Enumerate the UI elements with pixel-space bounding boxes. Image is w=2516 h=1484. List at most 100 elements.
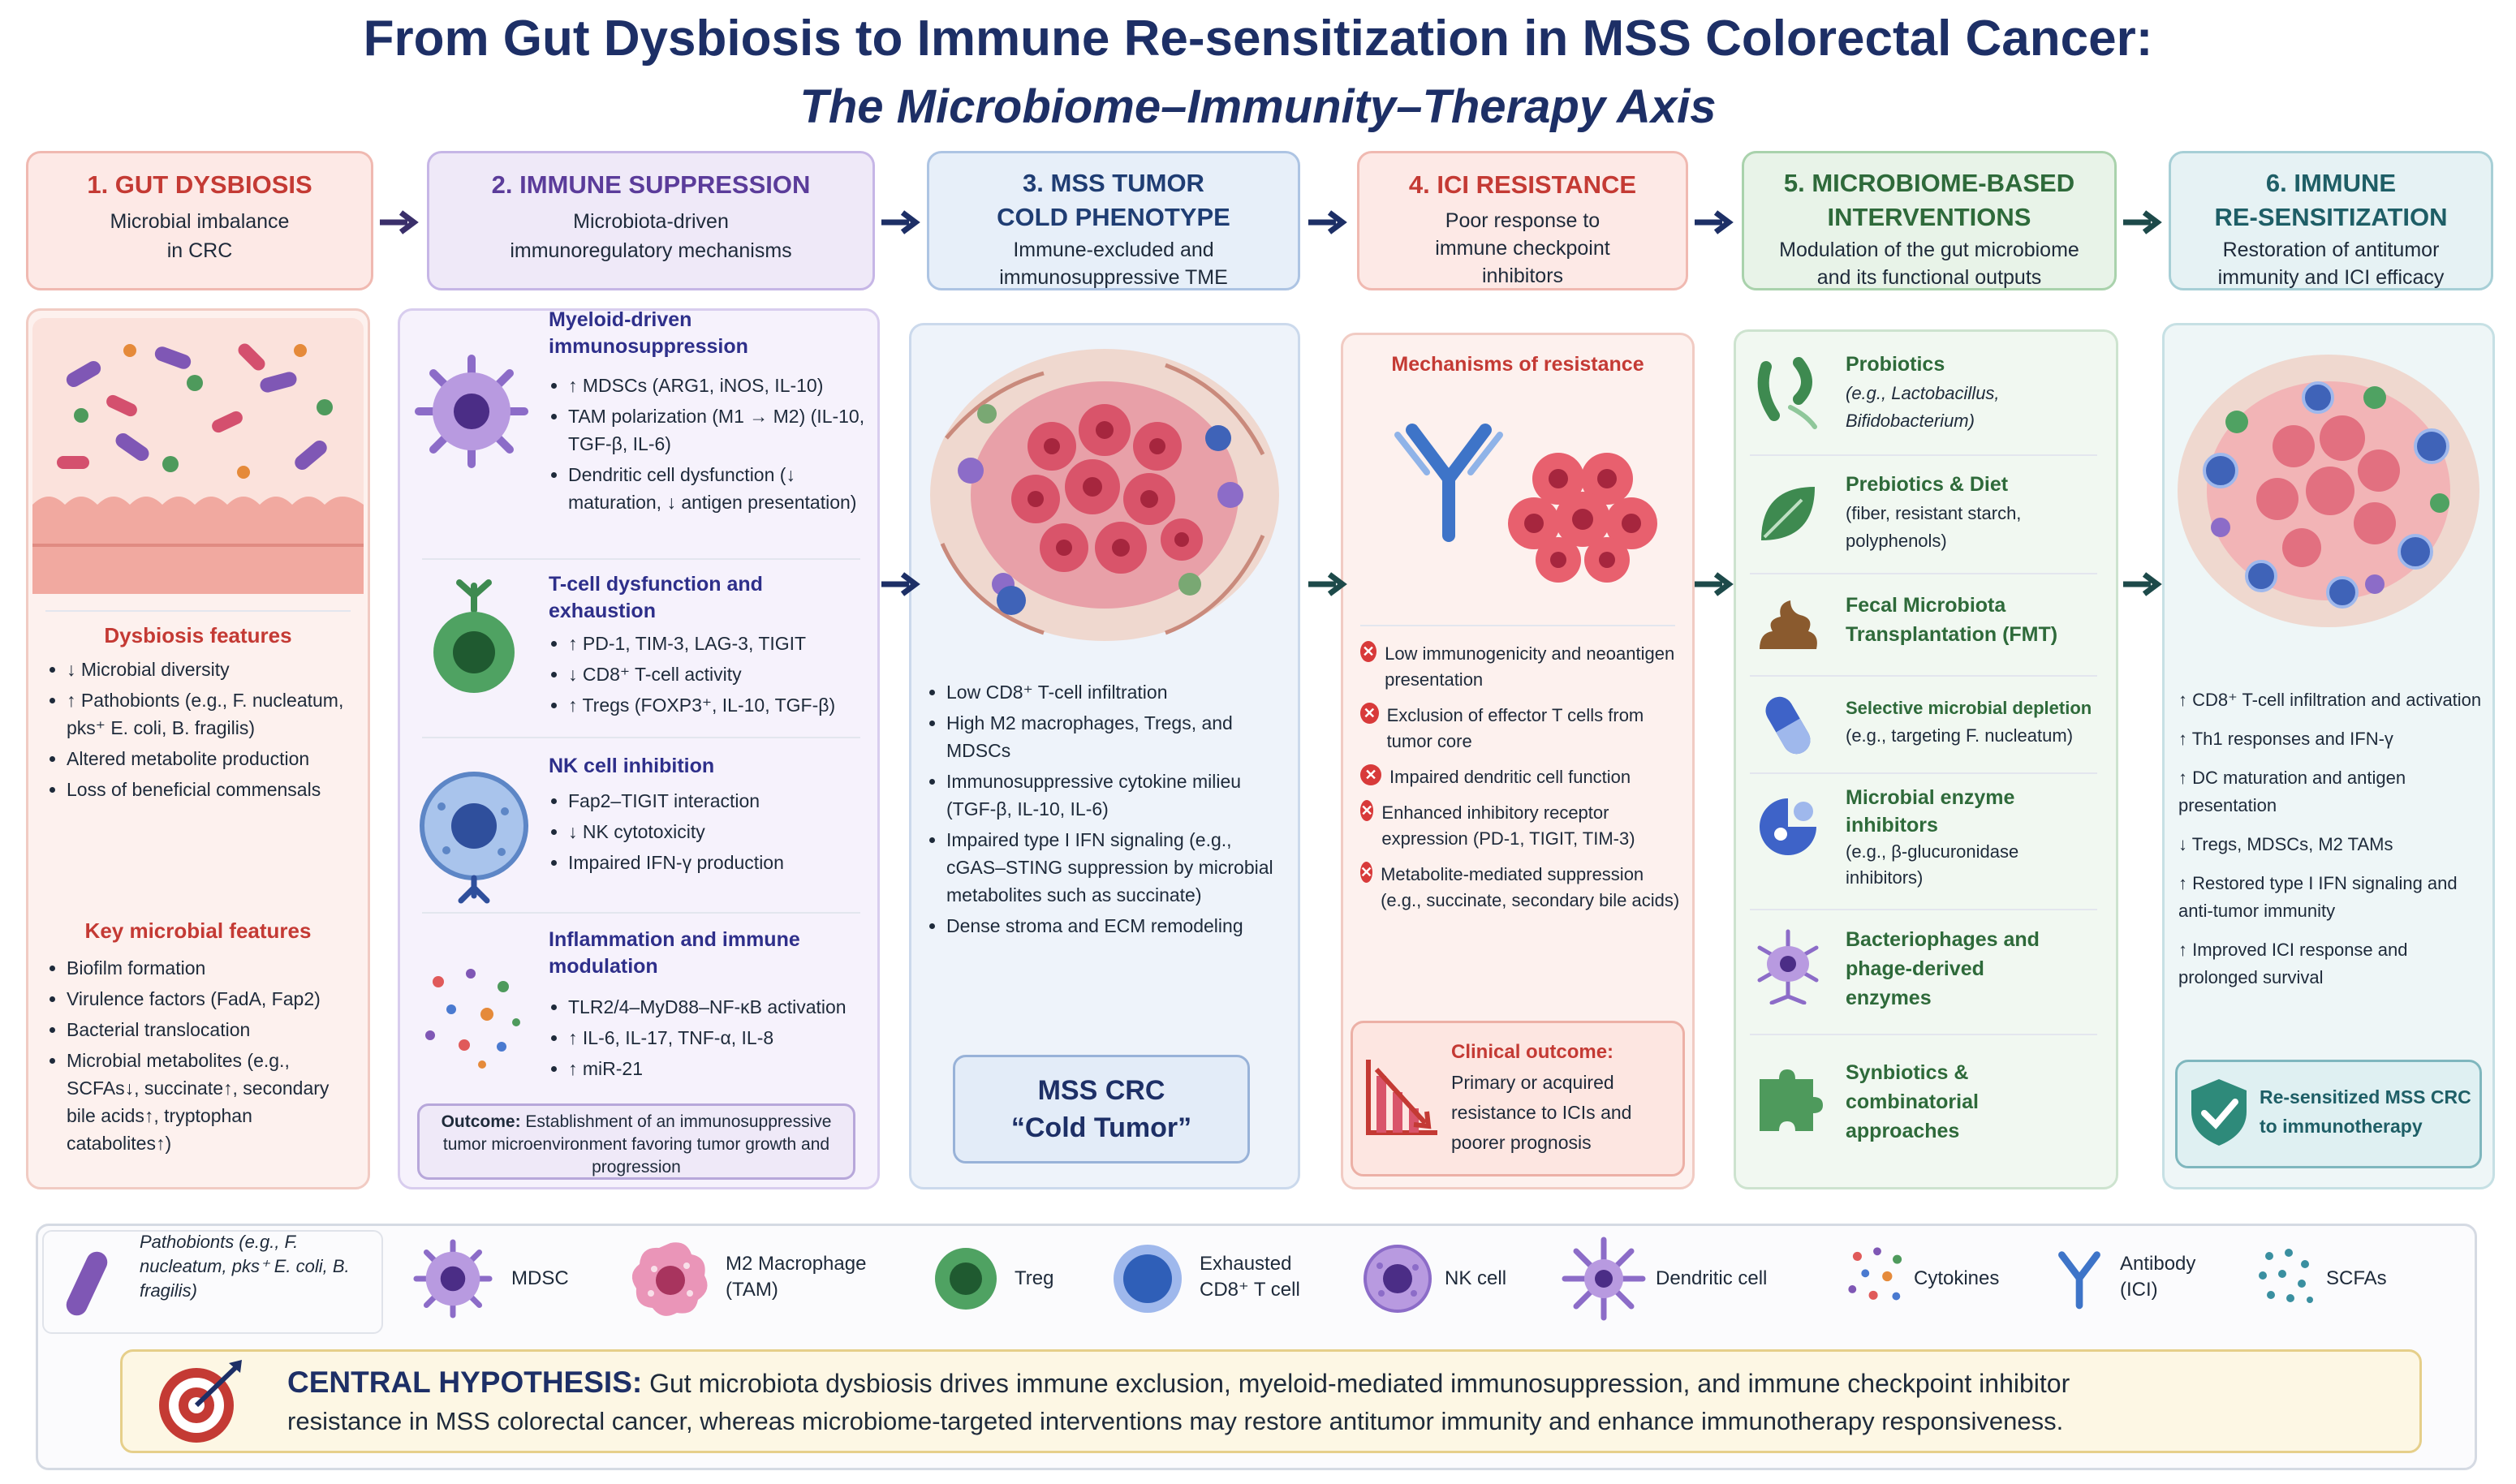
leaf-icon — [1761, 487, 1815, 540]
cytokines-icon — [1848, 1247, 1902, 1301]
shield-check-icon — [2191, 1079, 2247, 1146]
arrow-right-icon — [2123, 572, 2162, 596]
tumor-cell-cluster-icon — [1508, 453, 1657, 583]
enzyme-inhibitor-icon — [1760, 798, 1816, 855]
panel1-divider — [45, 610, 351, 612]
panel2-divider — [422, 737, 860, 738]
antibody-icon — [1394, 424, 1503, 542]
arrow-right-icon — [881, 572, 920, 596]
panel-microbiome-interventions — [1734, 329, 2118, 1189]
probiotic-icon — [1757, 357, 1817, 429]
declining-chart-icon — [1366, 1060, 1437, 1135]
cold-tumor-box: MSS CRC “Cold Tumor” — [953, 1055, 1250, 1164]
x-circle-icon: ✕ — [1360, 764, 1381, 785]
enzyme-inhibitors-title: Microbial enzyme inhibitors — [1846, 786, 2015, 837]
panel5-divider — [1750, 1034, 2097, 1035]
puzzle-icon — [1760, 1069, 1823, 1131]
capsule-icon — [1765, 696, 1811, 755]
treg-icon — [935, 1248, 997, 1310]
arrow-right-icon — [380, 210, 419, 234]
outcome-box: Outcome: Establishment of an immunosuppr… — [417, 1103, 855, 1180]
panel5-divider — [1750, 675, 2097, 677]
panel5-divider — [1750, 772, 2097, 774]
nk-section-title: NK cell inhibition — [549, 755, 715, 777]
bacteriophage-icon — [1757, 929, 1819, 1004]
panel5-divider — [1750, 909, 2097, 910]
dysbiosis-features-title: Dysbiosis features — [104, 623, 292, 647]
pathobiont-icon — [66, 1251, 108, 1316]
antibody-icon — [2058, 1251, 2100, 1310]
mechanisms-title: Mechanisms of resistance — [1391, 353, 1644, 376]
nk-section-list: Fap2–TIGIT interaction ↓ NK cytotoxicity… — [547, 787, 872, 880]
arrow-right-icon — [2123, 210, 2162, 234]
arrow-right-icon — [1308, 210, 1347, 234]
arrow-right-icon — [1308, 572, 1347, 596]
myeloid-section-title: Myeloid-driven immunosuppression — [549, 308, 748, 358]
t-cell-section-title: T-cell dysfunction and exhaustion — [549, 573, 763, 622]
central-hypothesis-line2: resistance in MSS colorectal cancer, whe… — [287, 1407, 2064, 1435]
main-title: From Gut Dysbiosis to Immune Re-sensitiz… — [363, 11, 2153, 67]
clinical-outcome-title: Clinical outcome: — [1451, 1041, 1614, 1063]
mdsc-icon — [413, 1239, 493, 1318]
fmt-icon — [1760, 600, 1817, 649]
probiotics-title: Probiotics — [1846, 353, 1945, 376]
key-microbial-features-list: Biofilm formation Virulence factors (Fad… — [45, 954, 354, 1160]
mechanisms-list: ✕Low immunogenicity and neoantigen prese… — [1360, 641, 1688, 923]
probiotics-detail: (e.g., Lactobacillus, Bifidobacterium) — [1846, 383, 2000, 431]
legend-label: Cytokines — [1914, 1267, 2000, 1289]
macrophage-icon — [631, 1242, 708, 1316]
legend-pathobiont-box — [42, 1230, 383, 1334]
dysbiosis-features-list: ↓ Microbial diversity ↑ Pathobionts (e.g… — [45, 656, 351, 807]
legend-label: Antibody (ICI) — [2120, 1253, 2196, 1301]
legend-label: SCFAs — [2326, 1267, 2387, 1289]
prebiotics-title: Prebiotics & Diet — [1846, 473, 2009, 496]
x-circle-icon: ✕ — [1360, 862, 1373, 883]
inflammation-section-title: Inflammation and immune modulation — [549, 928, 800, 978]
mdsc-icon — [415, 355, 528, 468]
panel5-divider — [1750, 573, 2097, 574]
x-circle-icon: ✕ — [1360, 703, 1379, 724]
gut-microbiome-illustration — [32, 318, 364, 594]
panel2-divider — [422, 558, 860, 560]
nk-cell-icon — [420, 772, 528, 904]
selective-depletion-detail: (e.g., targeting F. nucleatum) — [1846, 725, 2074, 746]
x-circle-icon: ✕ — [1360, 641, 1377, 662]
panel2-divider — [422, 912, 860, 914]
selective-depletion-title: Selective microbial depletion — [1846, 698, 2092, 718]
arrow-right-icon — [881, 210, 920, 234]
legend-label: Exhausted CD8⁺ T cell — [1200, 1253, 1300, 1301]
inflammation-section-list: TLR2/4–MyD88–NF-κB activation ↑ IL-6, IL… — [547, 993, 880, 1086]
t-cell-section-list: ↑ PD-1, TIM-3, LAG-3, TIGIT ↓ CD8⁺ T-cel… — [547, 630, 872, 722]
bacteriophages-title: Bacteriophages and phage-derived enzymes — [1846, 928, 2040, 1009]
legend-label: MDSC — [511, 1267, 569, 1289]
clinical-outcome-text: Primary or acquired resistance to ICIs a… — [1451, 1072, 1632, 1153]
resensitization-list: ↑ CD8⁺ T-cell infiltration and activatio… — [2178, 690, 2482, 987]
x-circle-icon: ✕ — [1360, 800, 1374, 821]
panel4-divider — [1360, 625, 1675, 626]
legend-label: NK cell — [1445, 1267, 1507, 1289]
target-icon — [159, 1360, 242, 1443]
panel5-divider — [1750, 454, 2097, 456]
legend-label: Treg — [1015, 1267, 1054, 1289]
key-microbial-features-title: Key microbial features — [84, 918, 312, 943]
synbiotics-title: Synbiotics & combinatorial approaches — [1846, 1061, 1979, 1142]
main-subtitle: The Microbiome–Immunity–Therapy Axis — [799, 80, 1717, 133]
treg-icon — [433, 579, 515, 693]
cold-tumor-features-list: Low CD8⁺ T-cell infiltration High M2 mac… — [925, 678, 1292, 943]
fmt-title: Fecal Microbiota Transplantation (FMT) — [1846, 594, 2058, 646]
cytokines-icon — [425, 969, 520, 1069]
central-hypothesis-line1: CENTRAL HYPOTHESIS: Gut microbiota dysbi… — [287, 1366, 2070, 1399]
tumor-microenvironment-illustration — [930, 349, 1279, 641]
myeloid-section-list: ↑ MDSCs (ARG1, iNOS, IL-10) TAM polariza… — [547, 372, 872, 519]
central-hypothesis-box — [120, 1349, 2422, 1453]
arrow-right-icon — [1695, 572, 1734, 596]
